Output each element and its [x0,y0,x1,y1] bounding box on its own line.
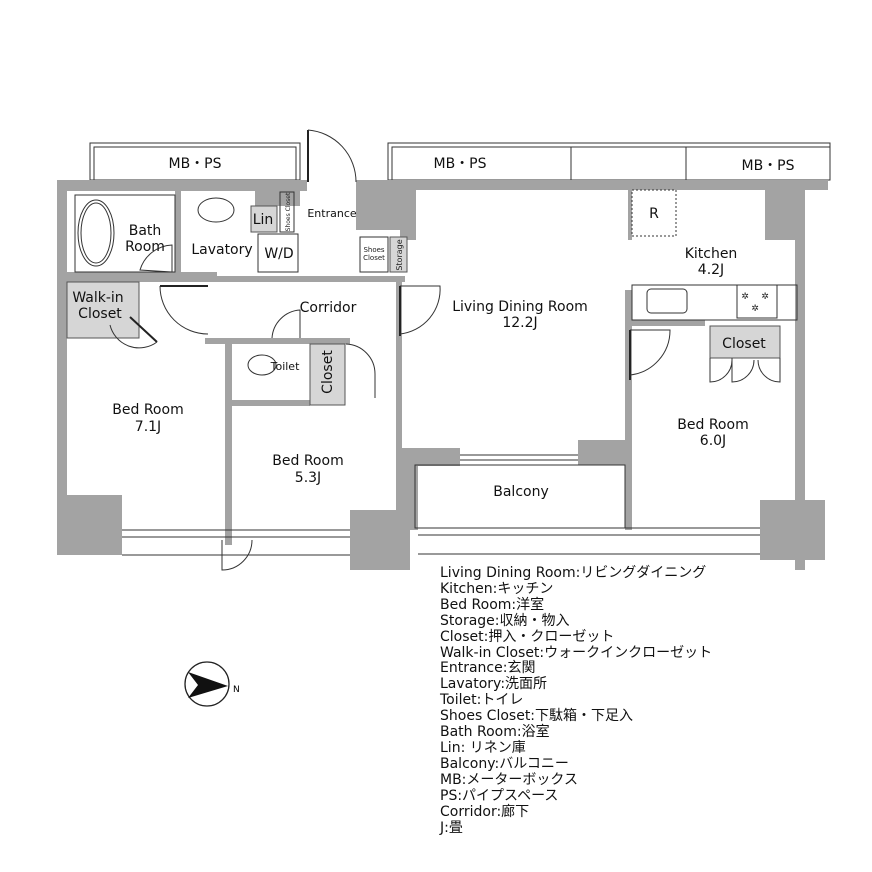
label-corridor: Corridor [300,300,357,316]
toilet-icon [247,354,277,376]
legend-item: Walk-in Closet:ウォークインクローゼット [440,644,713,661]
linen-closet [250,205,278,233]
refrigerator-space [631,189,677,237]
label-mbps-left: MB・PS [168,156,221,172]
walk-in-closet [66,281,140,339]
doors [109,129,781,571]
label-wd: W/D [264,246,293,262]
legend-item: Living Dining Room:リビングダイニング [440,565,707,581]
closet-right [709,325,781,359]
label-bed53: Bed Room [272,453,343,469]
svg-text:6.0J: 6.0J [700,433,726,449]
washer-dryer [257,233,299,273]
stove-icon [736,284,778,319]
label-lavatory: Lavatory [191,242,252,258]
label-closet-right: Closet [722,336,766,352]
legend-item: Balcony:バルコニー [440,755,569,772]
label-kitchen: Kitchen [685,246,738,262]
label-bath-2: Room [125,239,165,255]
legend-item: MB:メーターボックス [440,771,578,788]
svg-text:5.3J: 5.3J [295,470,321,486]
sink-icon [197,197,235,223]
walls [57,180,828,570]
legend-item: Toilet:トイレ [440,692,524,709]
label-bath: Bath [129,223,162,239]
svg-text:12.2J: 12.2J [502,315,537,331]
legend-item: Shoes Closet:下駄箱・下足入 [440,708,634,725]
north-arrow-icon: N [184,661,240,707]
compass-label: N [233,685,240,695]
bath-room-area [74,194,176,273]
closet-left [309,343,346,406]
label-ldr: Living Dining Room [452,299,588,315]
legend-item: J:畳 [440,819,463,836]
storage [389,236,408,273]
label-refrigerator: R [649,206,659,222]
label-bed71: Bed Room [112,402,183,418]
legend-item: PS:パイプスペース [440,787,559,804]
legend-item: Entrance:玄関 [440,660,536,677]
legend-item: Lin: リネン庫 [440,739,526,756]
shoes-closet-upper [279,191,295,233]
kitchen-counter [631,284,798,321]
bathtub-icon [77,199,115,267]
shoes-closet [359,236,389,273]
label-entrance: Entrance [307,207,357,220]
windows [122,454,760,556]
label-mbps-mid: MB・PS [433,156,486,172]
svg-text:4.2J: 4.2J [698,262,724,278]
label-bed60: Bed Room [677,417,748,433]
legend-item: Corridor:廊下 [440,803,530,820]
legend-item: Kitchen:キッチン [440,580,554,597]
svg-text:Closet: Closet [363,254,385,262]
svg-text:✲: ✲ [761,292,769,302]
label-toilet: Toilet [270,360,300,373]
legend-item: Bath Room:浴室 [440,724,550,741]
label-closet-left: Closet [320,350,336,394]
label-storage: Storage [395,239,404,270]
label-walkin: Walk-in [72,290,123,306]
label-mbps-right: MB・PS [741,158,794,174]
legend-item: Lavatory:洗面所 [440,676,548,693]
svg-text:✲: ✲ [751,304,759,314]
label-balcony: Balcony [493,484,549,500]
legend-item: Closet:押入・クローゼット [440,628,615,645]
svg-text:7.1J: 7.1J [135,419,161,435]
label-lin: Lin [253,212,274,228]
legend-item: Bed Room:洋室 [440,596,545,613]
svg-text:Closet: Closet [78,306,122,322]
kitchen-sink-icon [646,288,688,314]
legend-item: Storage:収納・物入 [440,612,570,629]
label-shoes-closet-upper: Shoes Closet [285,192,292,231]
label-shoes-closet: Shoes [363,246,384,254]
svg-text:✲: ✲ [741,292,749,302]
